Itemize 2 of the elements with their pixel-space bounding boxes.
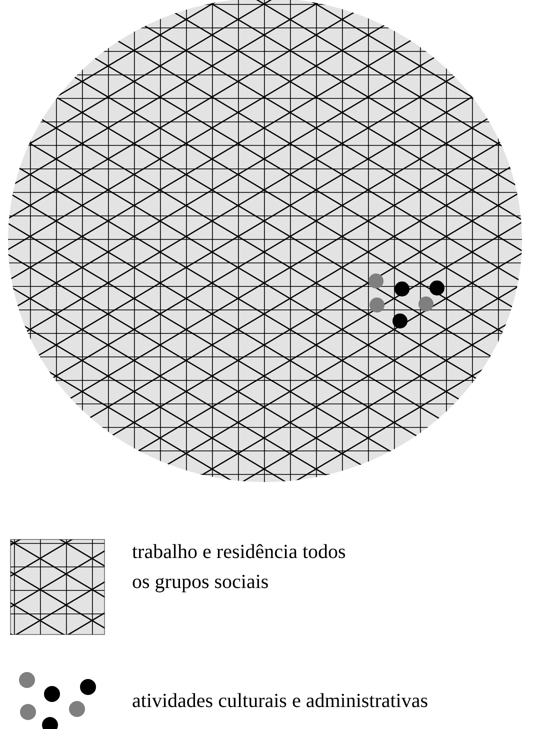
legend-text: atividades culturais e administrativas — [132, 689, 428, 714]
legend-text: trabalho e residência todos os grupos sociais — [132, 540, 347, 595]
